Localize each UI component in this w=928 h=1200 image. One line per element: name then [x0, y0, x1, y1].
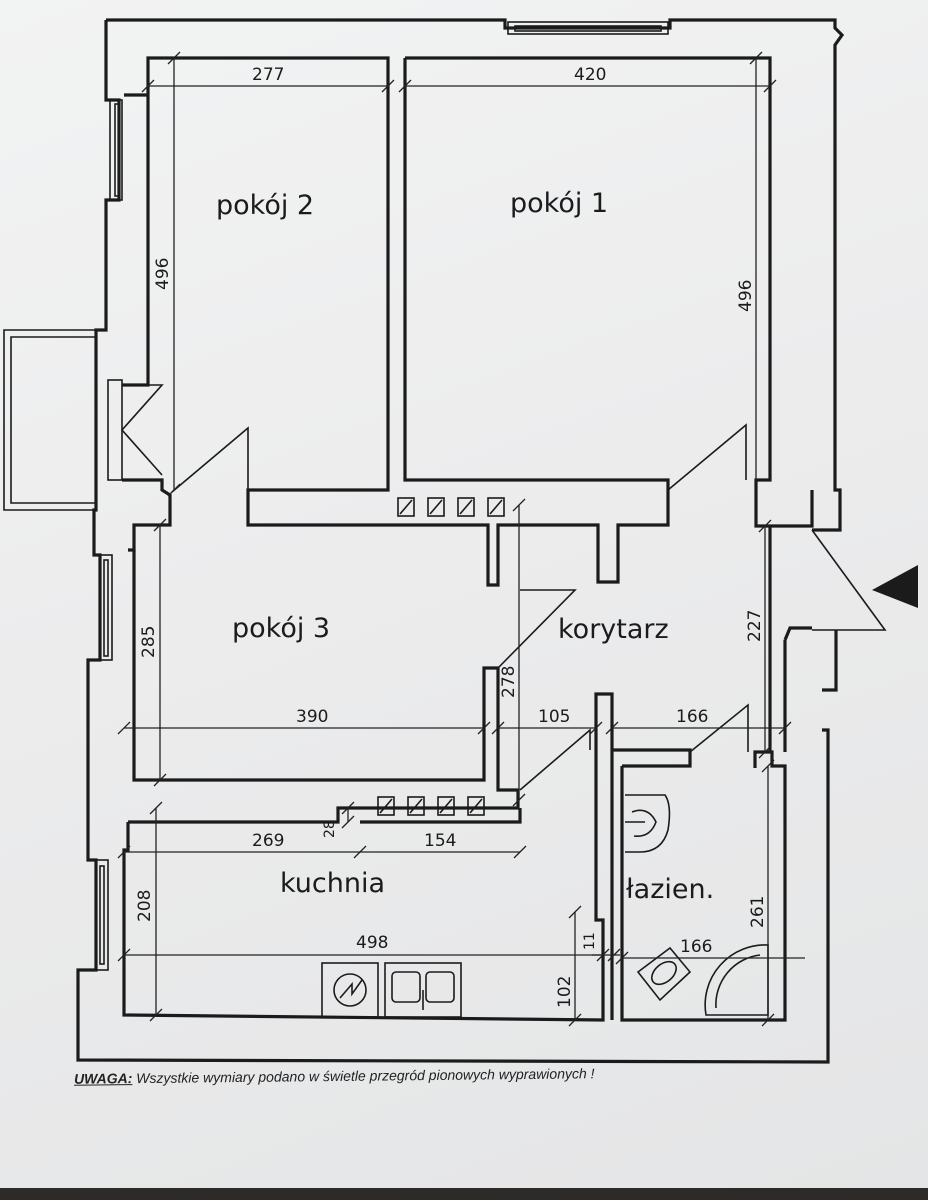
- dimension-lines: [117, 51, 805, 1027]
- toilet-icon: [636, 946, 692, 1002]
- room-label-kuchnia: kuchnia: [280, 868, 385, 899]
- dim-label-420: 420: [574, 65, 606, 85]
- room-label-lazienka: łazien.: [626, 874, 714, 905]
- dim-label-390: 390: [296, 707, 328, 727]
- stove-icon: [321, 962, 379, 1018]
- dim-label-166-bath: 166: [680, 937, 712, 957]
- dim-label-166-top: 166: [676, 707, 708, 727]
- washbasin-icon: [625, 794, 671, 853]
- doors: [120, 384, 887, 791]
- ventilation-ducts: [377, 497, 505, 816]
- room-label-pokoj1: pokój 1: [510, 188, 608, 219]
- dim-label-498: 498: [356, 933, 388, 953]
- balcony: [3, 329, 96, 511]
- dim-label-285: 285: [139, 626, 159, 658]
- dim-label-496-left: 496: [153, 258, 173, 290]
- room-label-pokoj3: pokój 3: [232, 613, 330, 644]
- footnote-key: UWAGA:: [73, 1070, 133, 1087]
- dim-label-269: 269: [252, 831, 284, 851]
- bathroom-fixtures: [625, 794, 769, 1016]
- outer-walls: [76, 18, 845, 1064]
- dim-label-11: 11: [582, 932, 598, 950]
- kitchen-fixtures: [321, 962, 462, 1018]
- dim-label-227: 227: [745, 610, 765, 642]
- dim-label-261: 261: [748, 896, 768, 928]
- dim-label-28: 28: [322, 820, 338, 838]
- table-edge: [0, 1188, 928, 1200]
- dim-label-102: 102: [555, 976, 575, 1008]
- dim-label-154: 154: [424, 831, 456, 851]
- shower-tray-icon: [704, 944, 769, 1016]
- dim-label-277: 277: [252, 65, 284, 85]
- dim-label-105: 105: [538, 707, 570, 727]
- dim-label-208: 208: [135, 890, 155, 922]
- entrance-arrow-icon: [872, 565, 918, 608]
- sink-icon: [384, 962, 462, 1018]
- dim-label-496-right: 496: [736, 280, 756, 312]
- dim-label-278: 278: [499, 666, 519, 698]
- windows: [95, 21, 669, 971]
- room-label-korytarz: korytarz: [558, 614, 669, 645]
- room-label-pokoj2: pokój 2: [216, 190, 314, 221]
